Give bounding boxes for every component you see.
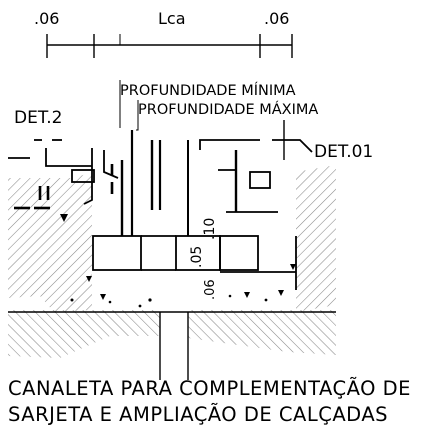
dim-right-label: .06 [264,9,289,28]
dim-left-label: .06 [34,9,59,28]
caption-line-1: CANALETA PARA COMPLEMENTAÇÃO DE [8,377,412,400]
ground-hatching [8,165,336,358]
top-dimension-line [46,34,293,58]
depth-leader-lines [119,80,139,131]
dim-center-label: Lca [158,9,186,28]
channel-outline [8,120,336,380]
aggregate-marks [60,214,296,308]
caption-line-2: SARJETA E AMPLIAÇÃO DE CALÇADAS [8,403,389,426]
depth-max-label: PROFUNDIDADE MÁXIMA [138,101,318,118]
depth-min-label: PROFUNDIDADE MÍNIMA [120,82,296,99]
bottom-dim-label: .06 [203,279,218,300]
height-label: .10 [202,218,218,240]
detail-label-right: DET.01 [314,142,373,162]
detail-label-left: DET.2 [14,108,62,128]
cut-dim-label: .05 [189,246,205,268]
